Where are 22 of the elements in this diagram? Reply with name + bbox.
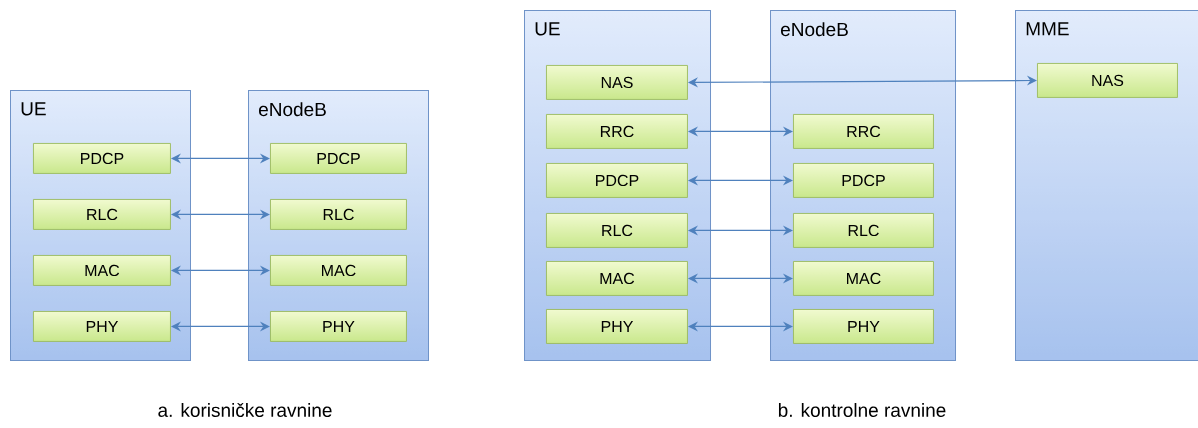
caption: a. korisničke ravnine (158, 403, 332, 417)
protocol-layer-box: MAC (33, 255, 171, 286)
caption: b. kontrolne ravnine (778, 403, 946, 417)
protocol-layer-box: PDCP (270, 143, 407, 174)
protocol-layer-box: PDCP (793, 163, 934, 198)
protocol-layer-box: PDCP (33, 143, 171, 174)
protocol-layer-box: PHY (33, 311, 171, 342)
protocol-layer-box: MAC (546, 261, 688, 296)
protocol-layer-box: NAS (1037, 63, 1178, 98)
protocol-layer-box: MAC (270, 255, 407, 286)
protocol-layer-box: PHY (793, 309, 934, 344)
protocol-layer-box: PHY (546, 309, 688, 344)
protocol-layer-box: PDCP (546, 163, 688, 198)
protocol-layer-box: MAC (793, 261, 934, 296)
protocol-layer-box: PHY (270, 311, 407, 342)
protocol-layer-box: RLC (270, 199, 407, 230)
protocol-layer-box: RLC (793, 213, 934, 248)
protocol-layer-box: RLC (33, 199, 171, 230)
protocol-layer-box: RRC (546, 114, 688, 149)
protocol-layer-box: NAS (546, 65, 688, 100)
protocol-layer-box: RRC (793, 114, 934, 149)
protocol-layer-box: RLC (546, 213, 688, 248)
